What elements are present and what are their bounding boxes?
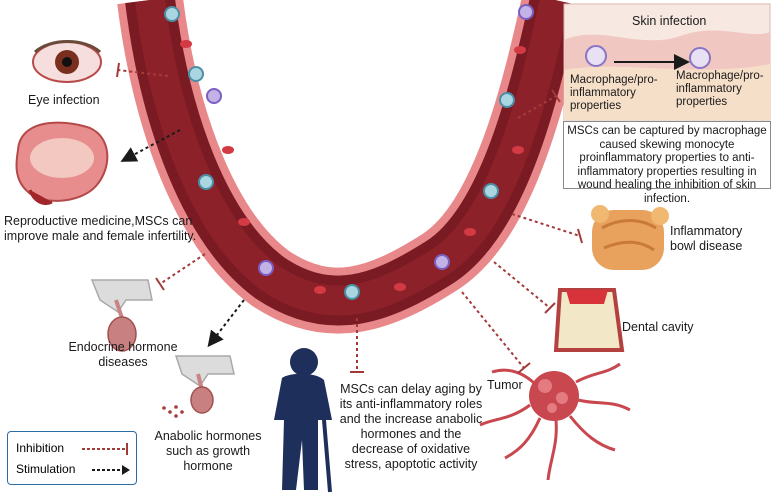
red-cell: [314, 286, 326, 294]
skin-infection-title: Skin infection: [632, 14, 707, 28]
eye-inhibition-bar: [116, 62, 120, 78]
skin-inhibition-bar: [551, 89, 561, 103]
legend: Inhibition Stimulation: [7, 431, 137, 485]
reproductive-illustration: [15, 121, 109, 205]
inhibition-connectors: [116, 62, 583, 374]
skin-info-box: MSCs can be captured by macrophage cause…: [563, 121, 771, 205]
ibd-label: Inflammatory bowl disease: [670, 224, 743, 253]
blood-cell: [198, 174, 214, 190]
blood-cell: [258, 260, 274, 276]
skin-panel: [563, 3, 771, 121]
anabolic-stimulation-arrow: [207, 299, 245, 348]
legend-stimulation-label: Stimulation: [16, 462, 76, 476]
anabolic-label: Anabolic hormones such as growth hormone: [154, 429, 262, 473]
red-cell: [238, 218, 250, 226]
stimulation-connectors: [120, 129, 245, 348]
vessel-cells: [164, 4, 534, 300]
blood-cell: [434, 254, 450, 270]
ibd-inhibition-line: [511, 213, 581, 237]
eye-illustration: [32, 40, 102, 83]
aging-label: MSCs can delay aging by its anti-inflamm…: [339, 382, 483, 471]
elderly-figure: [274, 348, 332, 493]
red-cell: [394, 283, 406, 291]
endocrine-label: Endocrine hormone diseases: [68, 340, 178, 369]
endocrine-illustration: [90, 279, 153, 352]
red-cell: [512, 146, 524, 154]
red-cell: [180, 40, 192, 48]
skin-inhibition-line: [517, 95, 557, 119]
macrophage-right-label: Macrophage/pro-inflammatory properties: [676, 70, 764, 108]
legend-stimulation-symbol: [92, 465, 130, 475]
red-cell: [514, 46, 526, 54]
blood-cell: [206, 88, 222, 104]
blood-cell: [483, 183, 499, 199]
blood-vessel: [117, 0, 588, 334]
tumor-inhibition-bar: [517, 362, 531, 374]
endocrine-inhibition-line: [159, 253, 206, 285]
tumor-inhibition-line: [461, 291, 525, 369]
eye-inhibition-line: [117, 69, 169, 77]
reproductive-stimulation-arrow: [120, 129, 181, 162]
dental-inhibition-line: [493, 261, 551, 309]
macrophage-left-label: Macrophage/pro-inflammatory properties: [570, 74, 658, 112]
tumor-illustration: [479, 362, 631, 481]
endocrine-inhibition-bar: [155, 277, 165, 291]
dental-inhibition-bar: [544, 302, 556, 314]
tumor-label: Tumor: [487, 378, 523, 392]
skin-info-text: MSCs can be captured by macrophage cause…: [567, 125, 767, 205]
dental-cavity-label: Dental cavity: [622, 320, 694, 334]
red-cell: [464, 228, 476, 236]
legend-inhibition-label: Inhibition: [16, 441, 65, 455]
intestine-illustration: [591, 205, 669, 270]
blood-cell: [188, 66, 204, 82]
blood-cell: [518, 4, 534, 20]
eye-infection-label: Eye infection: [28, 93, 100, 107]
blood-cell: [499, 92, 515, 108]
blood-cell: [164, 6, 180, 22]
reproductive-label: Reproductive medicine,MSCs can improve m…: [4, 214, 197, 243]
ibd-inhibition-bar: [577, 228, 583, 244]
tooth-illustration: [553, 288, 625, 352]
red-cell: [222, 146, 234, 154]
anabolic-illustration: [162, 355, 235, 418]
blood-cell: [344, 284, 360, 300]
legend-inhibition-symbol: [82, 443, 128, 455]
